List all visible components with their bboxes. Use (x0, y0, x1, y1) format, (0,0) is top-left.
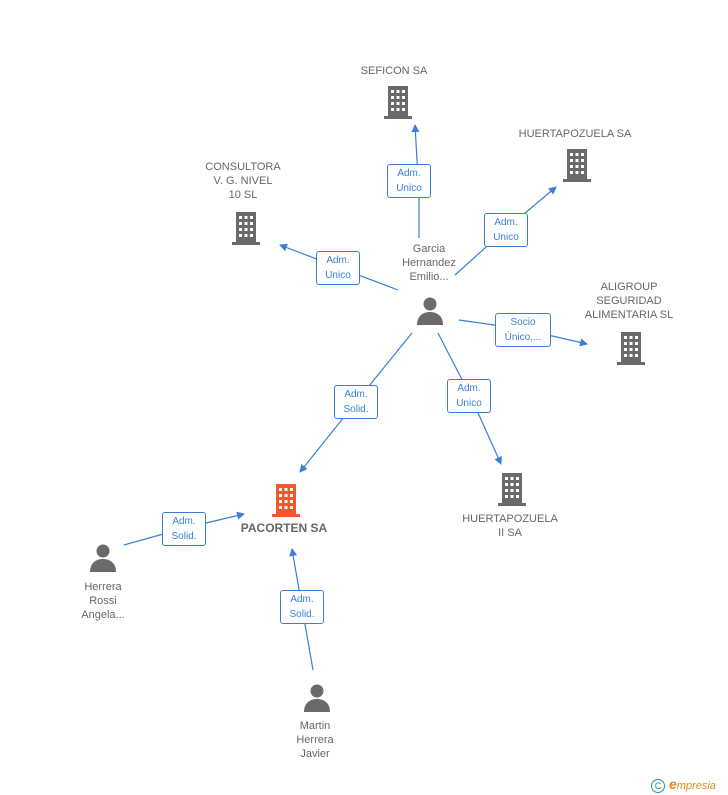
building-icon[interactable] (561, 147, 593, 183)
node-label: ALIGROUP SEGURIDAD ALIMENTARIA SL (584, 281, 674, 321)
node-seficon[interactable]: SEFICON SA (344, 64, 444, 78)
node-label: SEFICON SA (360, 65, 428, 77)
copyright-icon: C (651, 779, 665, 794)
building-icon[interactable] (496, 471, 528, 507)
node-huertapozuela2[interactable]: HUERTAPOZUELA II SA (455, 512, 565, 540)
node-label: Garcia Hernandez Emilio... (402, 243, 456, 283)
person-icon[interactable] (88, 543, 118, 573)
building-icon-main[interactable] (270, 482, 302, 518)
node-consultora[interactable]: CONSULTORA V. G. NIVEL 10 SL (193, 160, 293, 202)
node-label: PACORTEN SA (240, 521, 328, 535)
node-aligroup[interactable]: ALIGROUP SEGURIDAD ALIMENTARIA SL (574, 280, 684, 322)
brand-name: mpresia (676, 780, 716, 792)
node-label: HUERTAPOZUELA II SA (462, 513, 558, 539)
person-icon[interactable] (415, 296, 445, 326)
building-icon[interactable] (230, 210, 262, 246)
building-icon[interactable] (615, 330, 647, 366)
node-huertapozuela[interactable]: HUERTAPOZUELA SA (510, 127, 640, 141)
building-icon[interactable] (382, 84, 414, 120)
node-label: Herrera Rossi Angela... (81, 581, 125, 621)
person-icon[interactable] (302, 683, 332, 713)
node-label: Martin Herrera Javier (296, 720, 334, 760)
node-martin[interactable]: Martin Herrera Javier (265, 719, 365, 761)
role-badge[interactable]: Socio Único,... (495, 313, 551, 347)
node-garcia[interactable]: Garcia Hernandez Emilio... (379, 242, 479, 284)
role-badge[interactable]: Adm. Unico (387, 164, 431, 198)
node-pacorten[interactable]: PACORTEN SA (234, 521, 334, 535)
role-badge[interactable]: Adm. Unico (484, 213, 528, 247)
node-herrera[interactable]: Herrera Rossi Angela... (53, 580, 153, 622)
role-badge[interactable]: Adm. Unico (316, 251, 360, 285)
brand-initial: e (669, 776, 677, 792)
node-label: HUERTAPOZUELA SA (518, 128, 632, 140)
role-badge[interactable]: Adm. Unico (447, 379, 491, 413)
role-badge[interactable]: Adm. Solid. (334, 385, 378, 419)
role-badge[interactable]: Adm. Solid. (280, 590, 324, 624)
node-label: CONSULTORA V. G. NIVEL 10 SL (205, 161, 281, 201)
role-badge[interactable]: Adm. Solid. (162, 512, 206, 546)
